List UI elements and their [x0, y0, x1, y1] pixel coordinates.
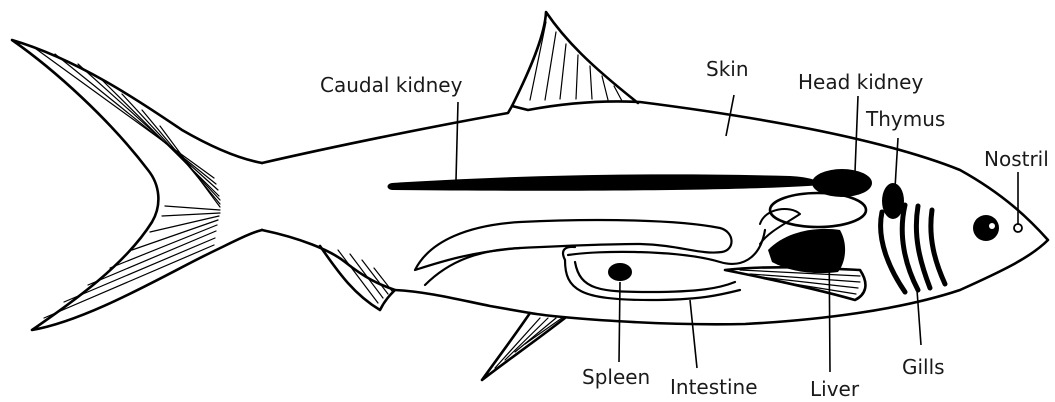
intestine-organ	[415, 220, 765, 300]
label-thymus: Thymus	[865, 107, 945, 131]
thymus-organ	[882, 183, 904, 219]
label-intestine: Intestine	[670, 375, 758, 399]
kidney-bar	[388, 174, 823, 190]
nostril-organ	[1014, 224, 1022, 232]
label-nostril: Nostril	[984, 147, 1049, 171]
anal-fin-rear	[320, 246, 395, 310]
dorsal-fin	[512, 12, 638, 106]
label-caudal-kidney: Caudal kidney	[320, 73, 463, 97]
label-gills: Gills	[902, 355, 945, 379]
caudal-fin	[12, 40, 262, 330]
eye	[973, 215, 999, 241]
label-liver: Liver	[810, 377, 860, 401]
anal-fin	[482, 313, 565, 380]
spleen-organ	[608, 263, 632, 281]
label-head-kidney: Head kidney	[798, 70, 923, 94]
label-spleen: Spleen	[582, 365, 650, 389]
swim-bladder	[770, 193, 866, 227]
label-skin: Skin	[706, 57, 749, 81]
pectoral-fin	[725, 267, 865, 300]
